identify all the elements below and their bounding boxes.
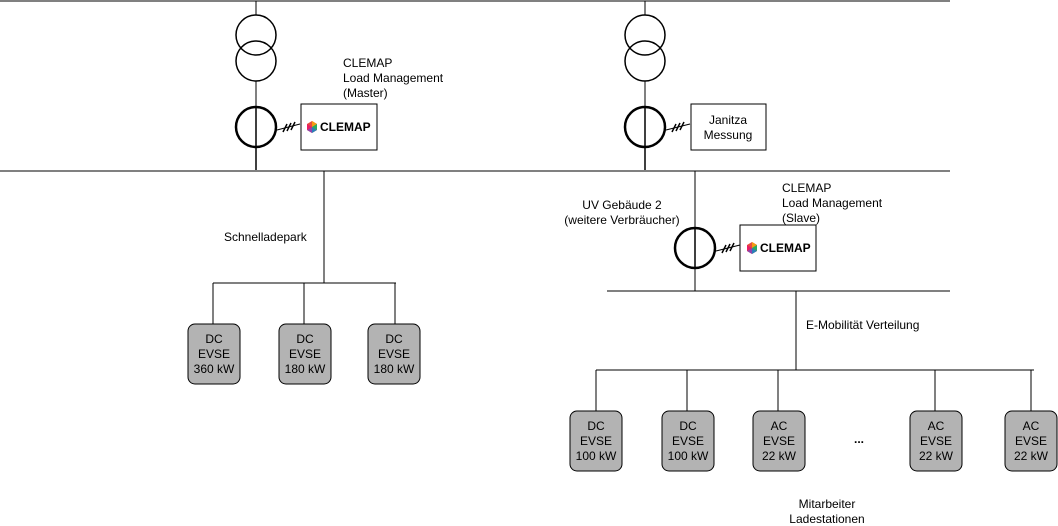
evse-label: 22 kW: [1014, 449, 1049, 463]
evse-label: EVSE: [1015, 434, 1047, 448]
evse-box: [1004, 410, 1058, 472]
slave-label-2: Load Management: [782, 196, 883, 210]
uv-label-2: (weitere Verbräucher): [564, 213, 679, 227]
evse-label: EVSE: [763, 434, 795, 448]
evse-label: DC: [205, 332, 223, 346]
clemap-master-device: CLEMAP: [300, 103, 378, 151]
mitarbeiter-label-1: Mitarbeiter: [799, 497, 856, 511]
slave-label-1: CLEMAP: [782, 181, 831, 195]
evse-label: EVSE: [580, 434, 612, 448]
transformer-1: [235, 1, 277, 106]
evse-label: EVSE: [378, 347, 410, 361]
clemap-logo-icon-2: [747, 242, 757, 254]
janitza-label-2: Messung: [704, 128, 753, 142]
evse-label: 360 kW: [194, 362, 235, 376]
master-label-1: CLEMAP: [343, 56, 392, 70]
slave-label-3: (Slave): [782, 211, 820, 225]
evse-label: DC: [296, 332, 314, 346]
transformer-2: [624, 1, 666, 106]
schnellladepark-label: Schnelladepark: [224, 230, 308, 244]
evse-label: DC: [587, 419, 605, 433]
clemap-logo-text-2: CLEMAP: [760, 241, 811, 255]
emob-label: E-Mobilität Verteilung: [806, 318, 919, 332]
master-label-3: (Master): [343, 86, 388, 100]
evse-label: AC: [1023, 419, 1040, 433]
mitarbeiter-label-2: Ladestationen: [789, 512, 864, 526]
uv-label-1: UV Gebäude 2: [582, 198, 662, 212]
evse-box: [187, 323, 241, 385]
evse-box: [909, 410, 963, 472]
evse-box: [752, 410, 806, 472]
evse-label: EVSE: [920, 434, 952, 448]
evse-label: 180 kW: [374, 362, 415, 376]
meter-1: [234, 105, 301, 170]
meter-2: [623, 105, 691, 170]
evse-label: AC: [928, 419, 945, 433]
evse-label: EVSE: [198, 347, 230, 361]
evse-box: [278, 323, 332, 385]
evse-label: DC: [385, 332, 403, 346]
evse-label: 100 kW: [668, 449, 709, 463]
master-label-2: Load Management: [343, 71, 444, 85]
evse-box: [367, 323, 421, 385]
evse-label: EVSE: [289, 347, 321, 361]
evse-box: [661, 410, 715, 472]
evse-label: 22 kW: [919, 449, 954, 463]
evse-label: 22 kW: [762, 449, 797, 463]
ellipsis-label: ...: [854, 432, 864, 446]
comm-hash: [282, 123, 288, 133]
evse-box: [569, 410, 623, 472]
evse-label: AC: [771, 419, 788, 433]
evse-label: 180 kW: [285, 362, 326, 376]
evse-label: 100 kW: [576, 449, 617, 463]
evse-label: EVSE: [672, 434, 704, 448]
clemap-slave-device: CLEMAP: [739, 224, 817, 272]
clemap-logo-icon: [307, 121, 317, 133]
janitza-device: Janitza Messung: [690, 103, 767, 151]
janitza-label-1: Janitza: [709, 113, 747, 127]
clemap-logo-text: CLEMAP: [320, 120, 371, 134]
evse-label: DC: [679, 419, 697, 433]
meter-3: [673, 226, 741, 270]
